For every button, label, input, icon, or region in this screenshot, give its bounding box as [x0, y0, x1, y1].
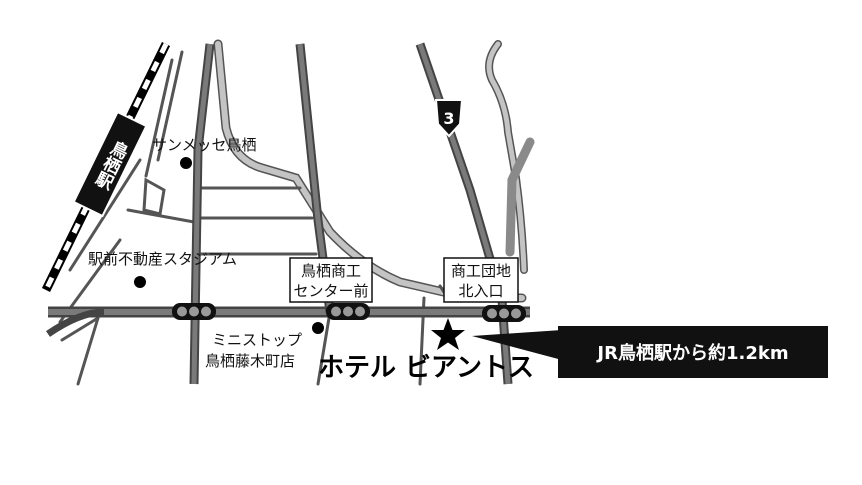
sunmesse-label: サンメッセ鳥栖 [152, 136, 257, 154]
hotel-marker: ホテル ビアントス [318, 318, 534, 383]
traffic-signal-icon [172, 303, 216, 320]
station-marker: 鳥栖駅 [72, 110, 148, 218]
sign-danchi-kita: 商工団地 北入口 [443, 257, 519, 303]
hotel-name: ホテル ビアントス [318, 353, 534, 383]
landmark-stadium: 駅前不動産スタジアム [88, 250, 237, 288]
route-3-badge: 3 [434, 99, 464, 138]
distance-callout: JR鳥栖駅から約1.2km [472, 326, 828, 378]
sign-shoko-center-line1: 鳥栖商工 [301, 262, 361, 280]
stadium-label: 駅前不動産スタジアム [88, 250, 237, 268]
ministop-dot [312, 322, 324, 334]
sign-danchi-kita-line2: 北入口 [458, 282, 503, 300]
sign-shoko-center-line2: センター前 [293, 282, 368, 300]
sign-shoko-center: 鳥栖商工 センター前 [289, 257, 373, 303]
sign-danchi-kita-line1: 商工団地 [451, 262, 511, 280]
route-number: 3 [443, 109, 454, 128]
ministop-label-line1: ミニストップ [212, 331, 302, 349]
star-icon [431, 318, 465, 350]
traffic-signal-icon [482, 305, 526, 322]
traffic-signal-icon [326, 303, 370, 320]
stadium-dot [134, 276, 146, 288]
minor-roads [58, 50, 450, 386]
callout-box [558, 326, 828, 378]
sunmesse-dot [180, 157, 192, 169]
callout-pointer [472, 330, 562, 360]
callout-text: JR鳥栖駅から約1.2km [595, 342, 788, 364]
ministop-label-line2: 鳥栖藤木町店 [205, 352, 295, 370]
landmark-ministop: ミニストップ 鳥栖藤木町店 [205, 322, 324, 370]
landmark-sunmesse: サンメッセ鳥栖 [152, 136, 257, 169]
